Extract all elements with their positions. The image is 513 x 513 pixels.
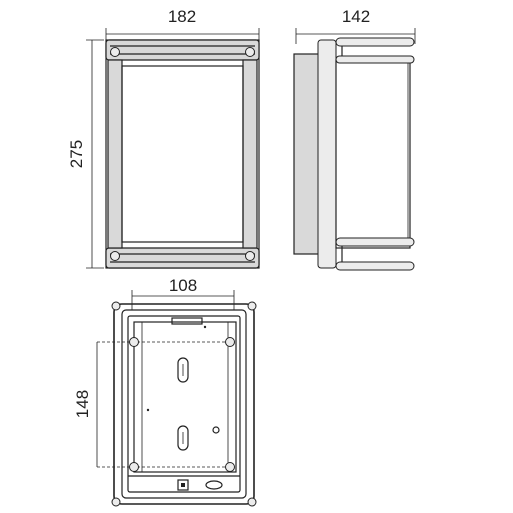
dim-front-width: 182	[168, 7, 196, 26]
dim-side-depth: 142	[342, 7, 370, 26]
dim-hole-spacing-vertical: 148	[73, 390, 92, 418]
side-view: 142	[293, 7, 416, 271]
front-view: 182 275	[67, 7, 260, 269]
base-plate-view: 108 148	[73, 276, 257, 507]
dim-height: 275	[67, 140, 86, 168]
dim-hole-spacing-horizontal: 108	[169, 276, 197, 295]
